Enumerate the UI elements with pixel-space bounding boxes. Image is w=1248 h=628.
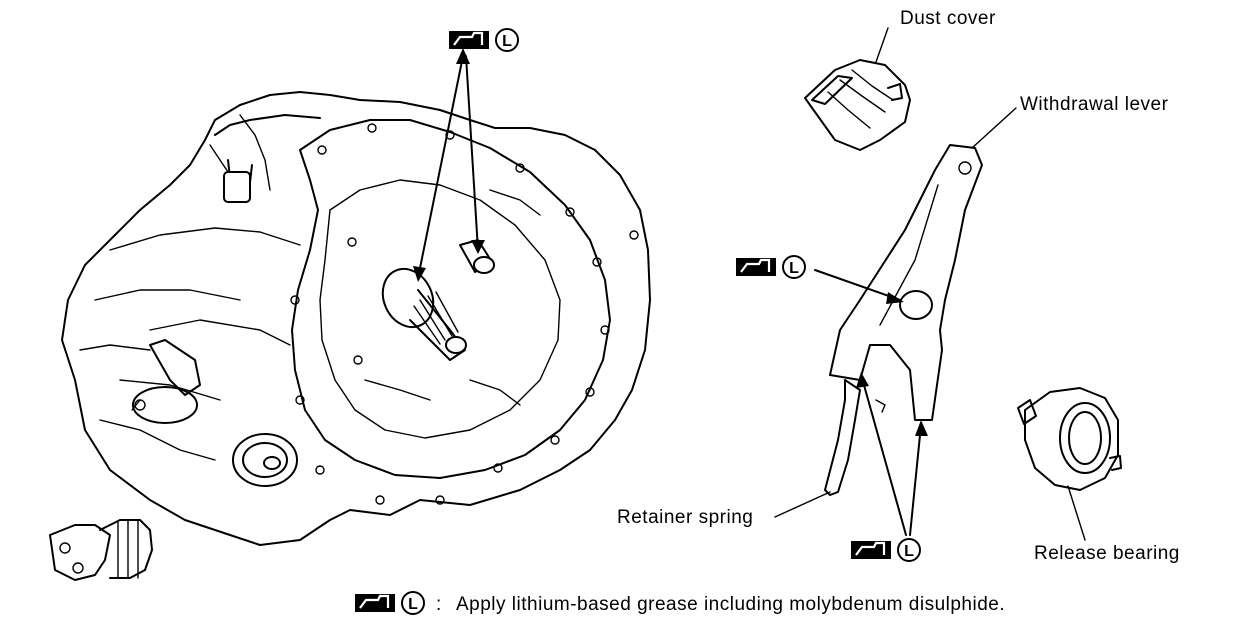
legend-separator: : [436,594,442,615]
label-retainer-spring: Retainer spring [617,507,754,528]
grease-icon: L [355,591,425,615]
label-release-bearing: Release bearing [1034,543,1180,564]
label-withdrawal-lever: Withdrawal lever [1020,94,1169,115]
release-bearing-part [1017,387,1122,541]
grease-icon: L [449,28,519,52]
legend-text: Apply lithium-based grease including mol… [456,594,1006,615]
grease-icon: L [851,538,921,562]
withdrawal-lever-part [814,107,1017,421]
grease-letter: L [904,543,914,560]
legend-grease-symbol: L [354,590,428,616]
grease-icon: L [736,255,806,279]
grease-letter: L [789,260,799,277]
dust-cover-part [804,27,911,151]
retainer-spring-part [774,372,928,536]
grease-letter: L [408,596,418,613]
grease-letter: L [502,33,512,50]
transaxle-case [49,48,651,581]
grease-symbol-top: L [448,27,522,53]
grease-symbol-lever: L [735,254,809,280]
label-dust-cover: Dust cover [900,8,996,29]
grease-symbol-fork: L [850,537,924,563]
